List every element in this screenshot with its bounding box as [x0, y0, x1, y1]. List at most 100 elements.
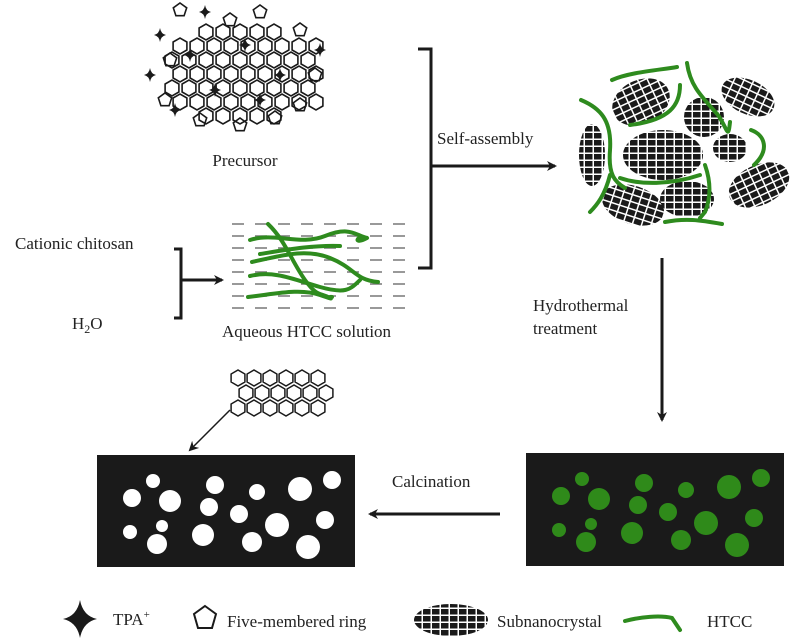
mesopore [230, 505, 248, 523]
ring [223, 93, 239, 111]
framework-ring [294, 369, 310, 387]
htcc-pore [588, 488, 610, 510]
framework-ring [230, 399, 246, 417]
framework-ring [278, 399, 294, 417]
five-membered-ring [267, 110, 283, 125]
hydrothermal-label-line1: Hydrothermal [533, 296, 629, 315]
ring [181, 79, 197, 97]
ring [300, 51, 316, 69]
htcc-pore [745, 509, 763, 527]
ring [240, 65, 256, 83]
tpa-star [274, 68, 286, 82]
htcc-network [579, 61, 766, 226]
mesopore [242, 532, 262, 552]
precursor-label: Precursor [212, 151, 277, 170]
ring [249, 107, 265, 125]
framework-ring [238, 384, 254, 402]
ring [223, 37, 239, 55]
ring [232, 51, 248, 69]
tpa-star-icon [63, 600, 97, 638]
mixing-bracket [174, 247, 183, 320]
ring [215, 107, 231, 125]
htcc-pore [629, 496, 647, 514]
framework-ring [310, 399, 326, 417]
htcc-filled-pores [552, 469, 770, 557]
ring [206, 65, 222, 83]
ring [198, 23, 214, 41]
ring [291, 37, 307, 55]
cationic-chitosan-label: Cationic chitosan [15, 234, 134, 253]
tpa-star [254, 93, 266, 107]
five-membered-ring [307, 67, 323, 82]
ring [215, 79, 231, 97]
ring [198, 79, 214, 97]
legend: TPA+ Five-membered ring Subnanocrystal H… [63, 600, 752, 638]
ring [181, 51, 197, 69]
ring [266, 79, 282, 97]
subnanocrystal-icon [414, 604, 488, 636]
mesopore [147, 534, 167, 554]
mesopores [123, 471, 341, 559]
ring [240, 93, 256, 111]
ring [232, 23, 248, 41]
framework-ring [310, 369, 326, 387]
ring [189, 93, 205, 111]
five-membered-ring [162, 52, 178, 67]
ring [172, 37, 188, 55]
calcination-label: Calcination [392, 472, 471, 491]
ring [249, 23, 265, 41]
mesopore [123, 489, 141, 507]
tpa-star [239, 38, 251, 52]
ring [300, 79, 316, 97]
five-membered-ring [292, 22, 308, 37]
mesopore [316, 511, 334, 529]
ring [308, 93, 324, 111]
five-membered-ring [252, 4, 268, 19]
five-membered-ring [157, 92, 173, 107]
framework-ring [270, 384, 286, 402]
ring [189, 65, 205, 83]
ring [172, 65, 188, 83]
ring [198, 107, 214, 125]
mesopore [123, 525, 137, 539]
htcc-pore [752, 469, 770, 487]
hydrothermal-label-line2: treatment [533, 319, 597, 338]
ring [266, 23, 282, 41]
mesopore [265, 513, 289, 537]
ring [274, 37, 290, 55]
htcc-line-icon [623, 614, 682, 632]
ring [291, 65, 307, 83]
ring [215, 51, 231, 69]
framework-pointer-arrow [188, 409, 231, 452]
htcc-pore [552, 523, 566, 537]
assembly-bracket [418, 47, 433, 270]
framework-ring [246, 399, 262, 417]
htcc-pore [678, 482, 694, 498]
ring [198, 51, 214, 69]
mesopore [323, 471, 341, 489]
assembled-aggregate [579, 61, 790, 226]
framework-ring [294, 399, 310, 417]
tpa-star [154, 28, 166, 42]
legend-tpa: TPA+ [113, 609, 150, 629]
htcc-pore [725, 533, 749, 557]
framework-ring [246, 369, 262, 387]
precursor-network [144, 2, 326, 132]
zeolite-framework [230, 369, 334, 417]
ring [257, 65, 273, 83]
framework-ring [254, 384, 270, 402]
htcc-pore [659, 503, 677, 521]
five-membered-ring [172, 2, 188, 17]
htcc-pore [552, 487, 570, 505]
ring [164, 79, 180, 97]
framework-ring [278, 369, 294, 387]
mesopore [206, 476, 224, 494]
self-assembly-label: Self-assembly [437, 129, 534, 148]
framework-ring [318, 384, 334, 402]
tpa-star [199, 5, 211, 19]
framework-ring [262, 369, 278, 387]
tpa-star [209, 83, 221, 97]
aqueous-solution-label: Aqueous HTCC solution [222, 322, 392, 341]
